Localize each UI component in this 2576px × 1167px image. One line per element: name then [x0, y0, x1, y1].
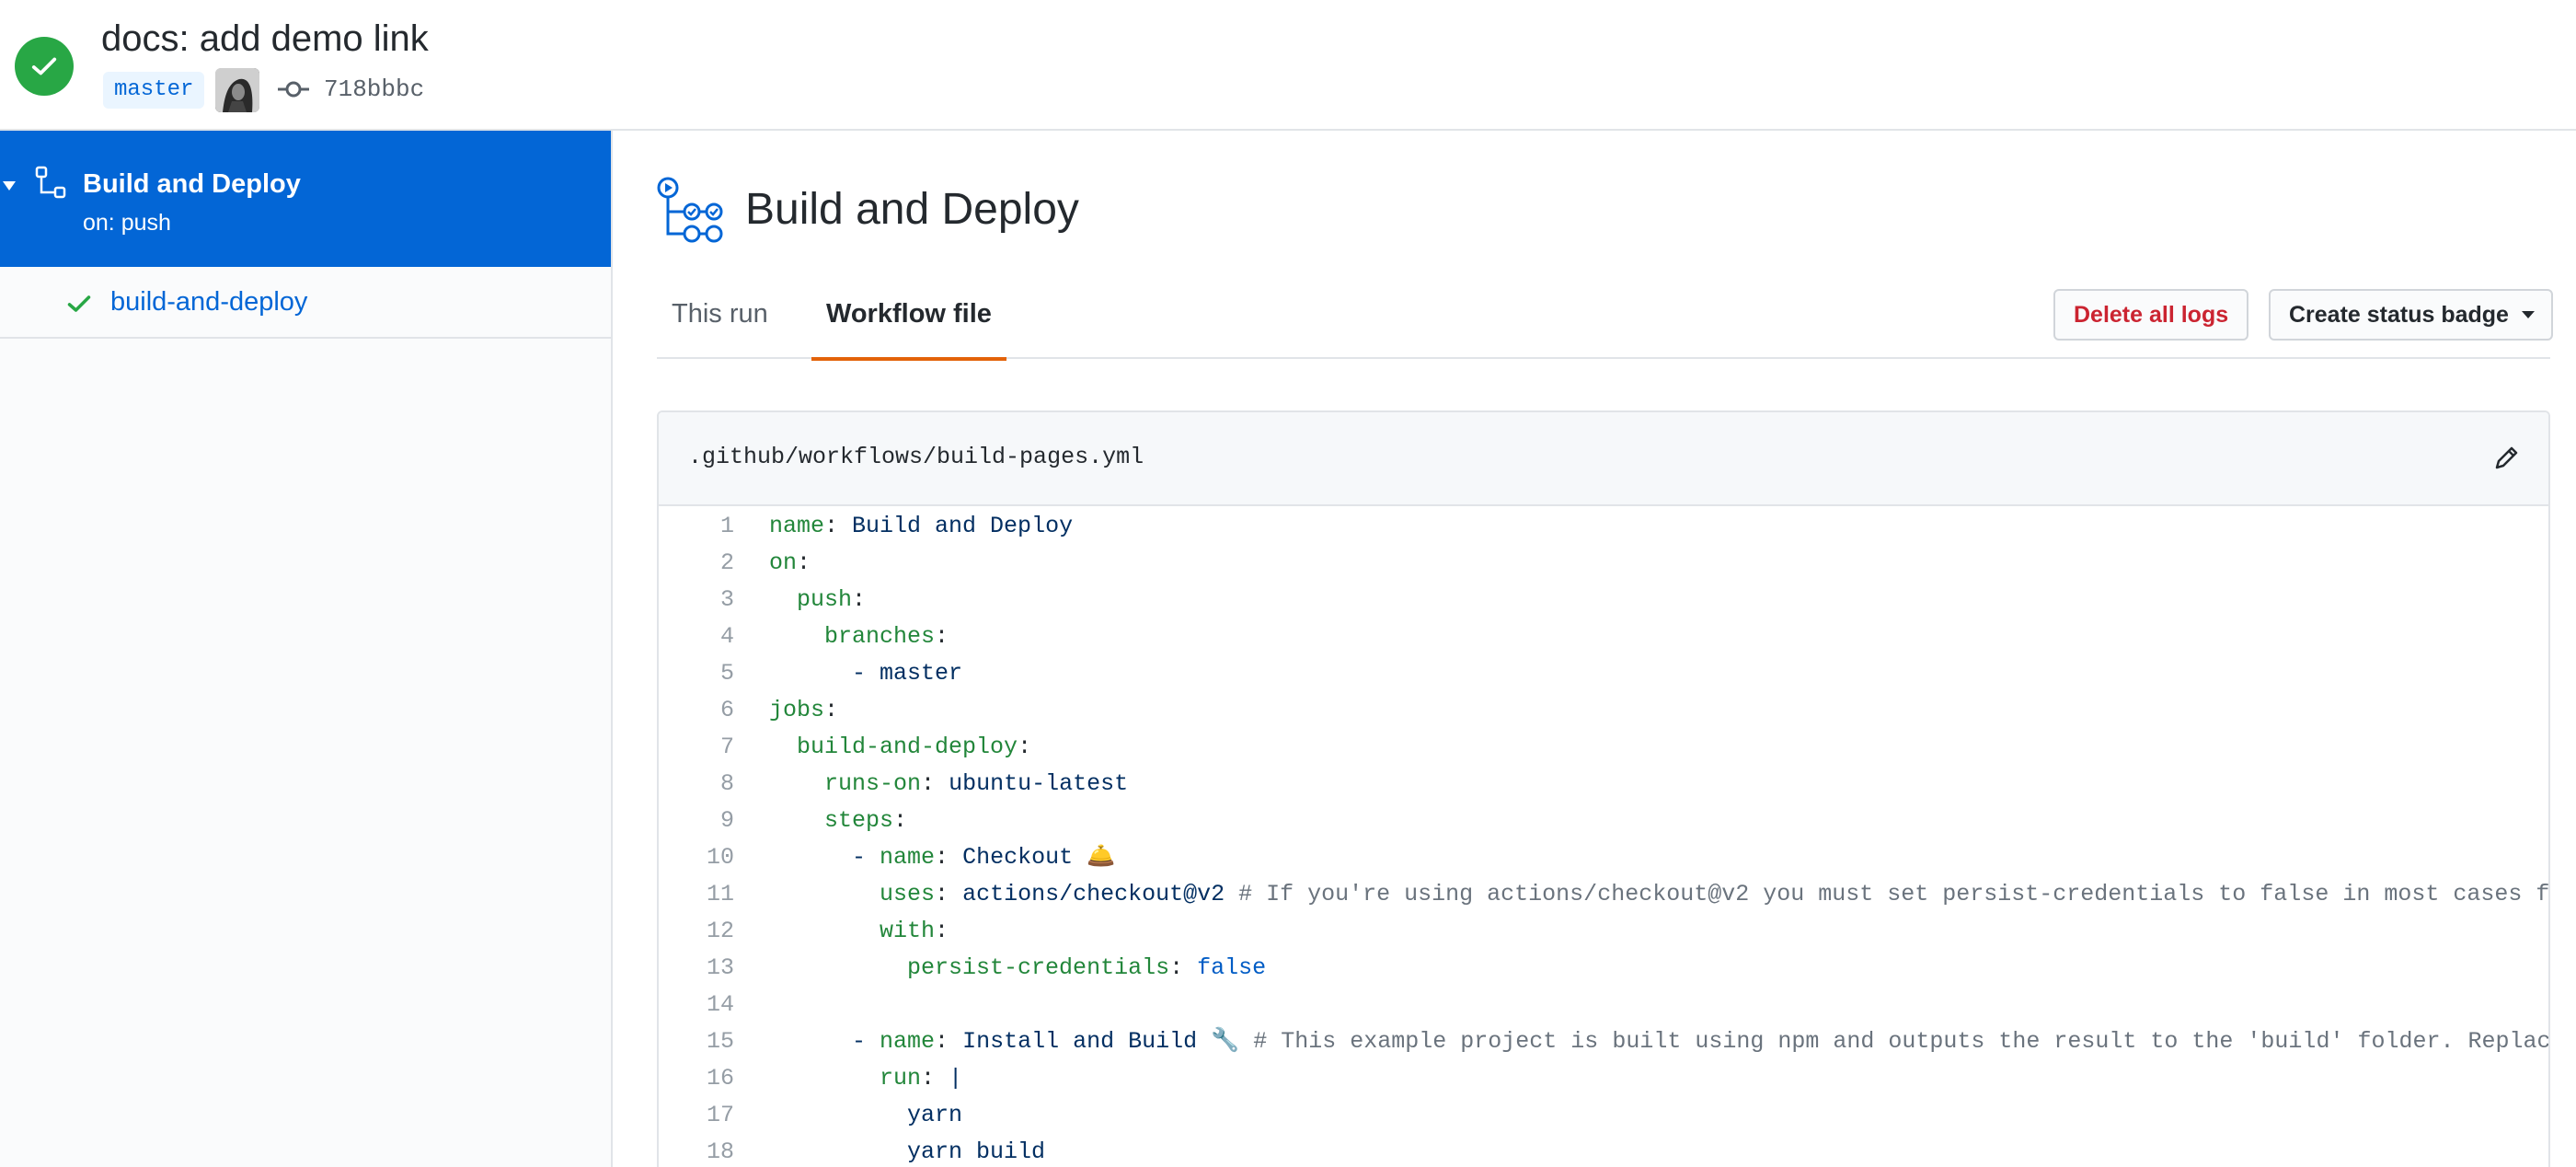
commit-sha[interactable]: 718bbbc [324, 75, 425, 103]
git-commit-icon [278, 75, 309, 103]
line-number: 17 [706, 1102, 734, 1128]
sidebar-job-build-and-deploy[interactable]: build-and-deploy [0, 267, 611, 339]
file-path: .github/workflows/build-pages.yml [688, 444, 1144, 470]
line-number: 6 [719, 697, 734, 723]
line-number: 1 [719, 513, 734, 539]
code-line: 16 run: | [659, 1060, 2548, 1097]
tab-this-run[interactable]: This run [672, 299, 768, 329]
code-line: 8 runs-on: ubuntu-latest [659, 766, 2548, 803]
sidebar-workflow-build-and-deploy[interactable]: Build and Deploy on: push [0, 131, 611, 267]
line-number: 11 [706, 881, 734, 907]
author-avatar[interactable] [215, 68, 259, 112]
line-number: 5 [719, 660, 734, 687]
code-line: 18 yarn build [659, 1134, 2548, 1167]
workflow-icon [35, 166, 68, 199]
line-number: 7 [719, 734, 734, 760]
line-number: 15 [706, 1028, 734, 1055]
line-number: 9 [719, 807, 734, 834]
line-number: 10 [706, 844, 734, 871]
triangle-down-icon[interactable] [2, 179, 17, 193]
caret-down-icon [2521, 311, 2535, 318]
line-number: 18 [706, 1138, 734, 1165]
branch-tag[interactable]: master [103, 72, 205, 109]
code-line: 12 with: [659, 913, 2548, 950]
code-line: 14 [659, 987, 2548, 1023]
success-status-icon [15, 37, 74, 96]
delete-all-logs-button[interactable]: Delete all logs [2053, 289, 2249, 341]
create-status-badge-label: Create status badge [2289, 302, 2509, 328]
code-line: 11 uses: actions/checkout@v2 # If you're… [659, 876, 2548, 913]
code-line: 13 persist-credentials: false [659, 950, 2548, 987]
workflow-graph-icon [657, 175, 723, 245]
line-number: 8 [719, 770, 734, 797]
line-number: 16 [706, 1065, 734, 1092]
sidebar-job-name: build-and-deploy [110, 287, 308, 317]
sidebar: Build and Deploy on: push build-and-depl… [0, 131, 613, 1167]
code-line: 3 push: [659, 582, 2548, 618]
file-header: .github/workflows/build-pages.yml [659, 412, 2548, 506]
create-status-badge-button[interactable]: Create status badge [2269, 289, 2553, 341]
workflow-title: Build and Deploy [745, 185, 1079, 234]
code-line: 4 branches: [659, 618, 2548, 655]
commit-title: docs: add demo link [101, 18, 429, 59]
pencil-icon[interactable] [2493, 444, 2521, 471]
line-number: 4 [719, 623, 734, 650]
code-line: 7 build-and-deploy: [659, 729, 2548, 766]
tab-bar: This run Workflow file [657, 269, 2550, 361]
tab-workflow-file[interactable]: Workflow file [811, 269, 1006, 361]
run-header: docs: add demo link master 718bbbc [0, 0, 2576, 131]
sidebar-workflow-trigger: on: push [83, 210, 171, 236]
line-number: 13 [706, 954, 734, 981]
line-number: 3 [719, 586, 734, 613]
line-number: 2 [719, 549, 734, 576]
sidebar-workflow-name: Build and Deploy [83, 169, 301, 199]
code-line: 5 - master [659, 655, 2548, 692]
check-icon [66, 291, 92, 317]
code-line: 10 - name: Checkout 🛎️ [659, 839, 2548, 876]
code-line: 17 yarn [659, 1097, 2548, 1134]
line-number: 14 [706, 991, 734, 1018]
line-number: 12 [706, 918, 734, 944]
code-line: 9 steps: [659, 803, 2548, 839]
code-line: 15 - name: Install and Build 🔧 # This ex… [659, 1023, 2548, 1060]
